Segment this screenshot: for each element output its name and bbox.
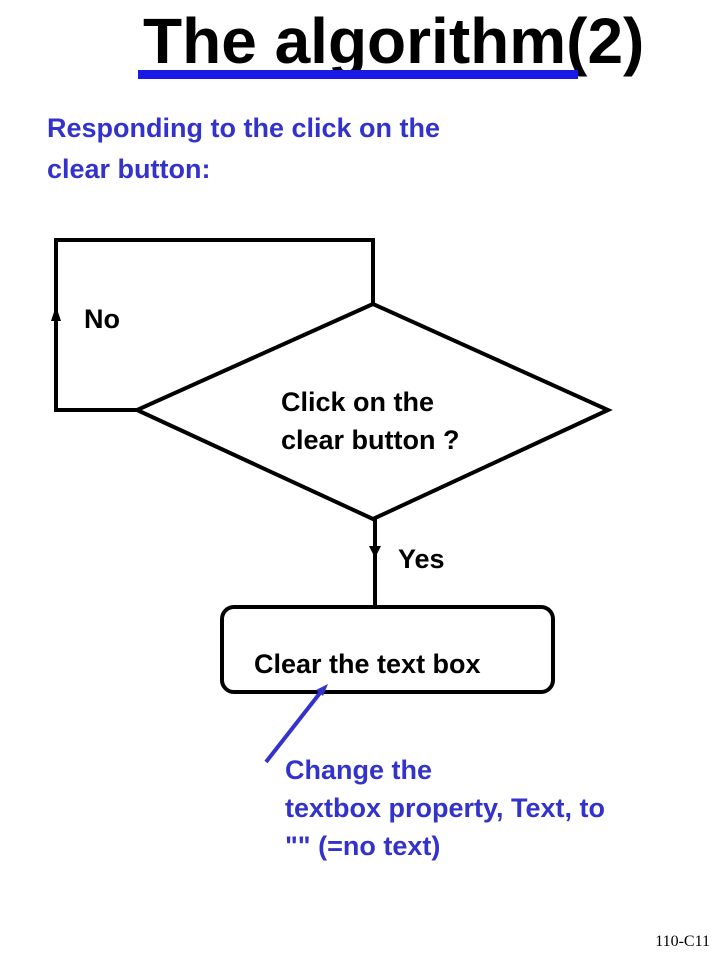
loop-back-connector (54, 238, 375, 412)
decision-line-2: clear button ? (281, 425, 460, 455)
subtitle-line-2: clear button: (47, 154, 211, 184)
annotation-arrow-line (264, 691, 322, 764)
title-underline (138, 70, 578, 79)
yes-arrow-head (369, 546, 381, 558)
annotation-text: Change the textbox property, Text, to ""… (285, 751, 605, 865)
annotation-line-2: textbox property, Text, to (285, 793, 606, 823)
annotation-line-3: "" (=no text) (285, 831, 441, 861)
loop-arrow-head (51, 306, 61, 321)
slide-title: The algorithm(2) (143, 5, 645, 77)
slide-subtitle: Responding to the click on the clear but… (47, 108, 440, 190)
process-label: Clear the text box (254, 649, 481, 679)
subtitle-line-1: Responding to the click on the (47, 113, 441, 143)
no-label: No (84, 304, 120, 334)
process-box (220, 605, 555, 694)
yes-label: Yes (398, 544, 445, 574)
decision-text: Click on the clear button ? (281, 383, 460, 459)
annotation-line-1: Change the (285, 755, 433, 785)
annotation-arrow-head (316, 684, 328, 696)
decision-line-1: Click on the (281, 387, 435, 417)
slide-footer: 110-C11 (655, 933, 710, 950)
